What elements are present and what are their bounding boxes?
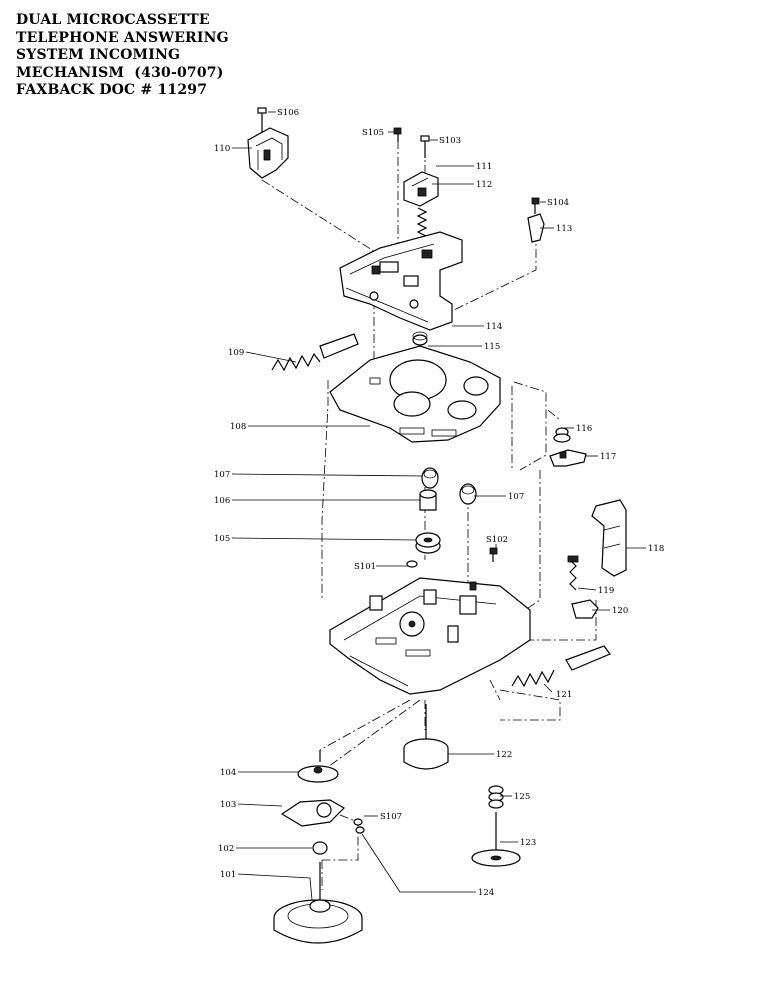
part-123-reel [471, 812, 521, 867]
label-107-b: 107 [508, 492, 524, 502]
label-s103: S103 [439, 136, 461, 146]
part-106-cam [419, 489, 437, 511]
label-118: 118 [648, 544, 664, 554]
part-121-spring-rod [511, 645, 611, 688]
label-s107: S107 [380, 812, 402, 822]
title-line-3: SYSTEM INCOMING [16, 47, 181, 63]
label-105: 105 [214, 534, 230, 544]
part-113-pin [527, 213, 545, 243]
screw-s102 [489, 547, 498, 562]
label-120: 120 [612, 606, 628, 616]
label-119: 119 [598, 586, 614, 596]
part-103-arm [280, 799, 345, 827]
label-124: 124 [478, 888, 494, 898]
label-102: 102 [218, 844, 234, 854]
screw-s101 [406, 560, 418, 568]
part-110-bracket [247, 127, 289, 179]
part-102-roller [312, 841, 328, 855]
label-s102: S102 [486, 535, 508, 545]
part-125-spring [488, 785, 504, 809]
part-107-gear-a [421, 467, 439, 489]
part-108-slide-plate [329, 345, 501, 443]
label-115: 115 [484, 342, 500, 352]
document-title: DUAL MICROCASSETTE TELEPHONE ANSWERING S… [16, 12, 229, 100]
label-s106: S106 [277, 108, 299, 118]
screw-s104 [531, 197, 540, 214]
label-112: 112 [476, 180, 492, 190]
screw-s103 [420, 135, 430, 158]
label-109: 109 [228, 348, 244, 358]
part-labels: S106 110 S105 S103 111 112 S104 113 114 … [214, 108, 664, 898]
label-110: 110 [214, 144, 230, 154]
part-116-bushing [553, 427, 571, 443]
main-chassis [329, 577, 531, 695]
label-107-a: 107 [214, 470, 230, 480]
part-111-head-block [403, 171, 439, 207]
leader-lines [231, 111, 646, 901]
label-121: 121 [556, 690, 572, 700]
label-116: 116 [576, 424, 592, 434]
screw-s105 [393, 127, 402, 142]
part-119-spring [567, 555, 579, 591]
label-104: 104 [220, 768, 236, 778]
part-115-collar [412, 331, 428, 346]
title-line-5: FAXBACK DOC # 11297 [16, 82, 208, 98]
label-s105: S105 [362, 128, 384, 138]
part-117-lever [549, 449, 587, 467]
part-109-spring-rod [271, 333, 359, 372]
part-104-gear [297, 750, 339, 783]
screw-s107 [353, 818, 365, 834]
label-123: 123 [520, 838, 536, 848]
part-112-spring [416, 207, 428, 237]
label-108: 108 [230, 422, 246, 432]
part-120-lever [571, 599, 599, 619]
label-s101: S101 [354, 562, 376, 572]
title-line-4: MECHANISM (430-0707) [16, 64, 224, 81]
screw-s106 [257, 107, 267, 132]
title-line-1: DUAL MICROCASSETTE [16, 12, 210, 28]
part-101-reel [273, 862, 363, 944]
part-118-bracket [591, 499, 627, 577]
label-117: 117 [600, 452, 616, 462]
label-113: 113 [556, 224, 572, 234]
label-103: 103 [220, 800, 236, 810]
label-122: 122 [496, 750, 512, 760]
label-114: 114 [486, 322, 502, 332]
part-105-pulley [415, 532, 441, 554]
part-122-flywheel [403, 704, 449, 770]
label-s104: S104 [547, 198, 569, 208]
label-111: 111 [476, 162, 492, 172]
label-125: 125 [514, 792, 530, 802]
label-106: 106 [214, 496, 230, 506]
label-101: 101 [220, 870, 236, 880]
part-114-top-plate [339, 231, 463, 331]
title-line-2: TELEPHONE ANSWERING [16, 29, 229, 46]
part-107-gear-b [459, 483, 477, 505]
